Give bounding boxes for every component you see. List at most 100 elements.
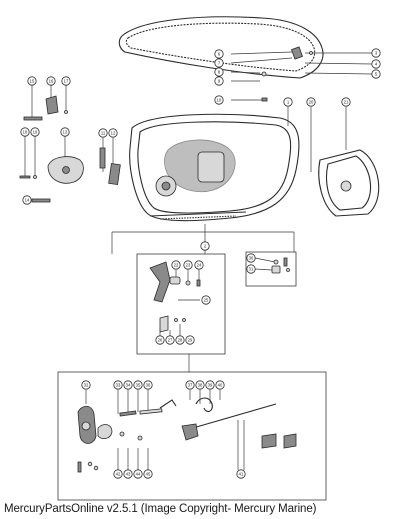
latch-assembly-box — [111, 231, 295, 355]
svg-text:13: 13 — [63, 130, 68, 135]
svg-text:42: 42 — [116, 472, 121, 477]
copyright-footer: MercuryPartsOnline v2.5.1 (Image Copyrig… — [4, 503, 317, 515]
callout-38: 38 — [195, 380, 205, 390]
svg-text:34: 34 — [126, 383, 131, 388]
svg-text:35: 35 — [136, 383, 141, 388]
callout-29: 29 — [185, 335, 195, 345]
left-lower-bracket — [19, 136, 84, 203]
callout-42: 42 — [113, 469, 123, 479]
svg-text:2: 2 — [204, 244, 207, 249]
svg-text:16: 16 — [49, 79, 54, 84]
svg-text:18: 18 — [23, 130, 28, 135]
callout-26: 26 — [155, 335, 165, 345]
exhaust-seal-plate — [318, 107, 380, 217]
svg-text:40: 40 — [218, 383, 223, 388]
svg-text:11: 11 — [101, 131, 106, 136]
svg-text:25: 25 — [204, 298, 209, 303]
callout-43: 43 — [123, 469, 133, 479]
svg-text:6: 6 — [218, 52, 221, 57]
svg-text:44: 44 — [136, 472, 141, 477]
callout-10: 10 — [214, 95, 224, 105]
callout-32: 32 — [81, 380, 91, 390]
callout-22: 22 — [171, 260, 181, 270]
callout-41: 41 — [236, 469, 246, 479]
callout-40: 40 — [215, 380, 225, 390]
svg-text:39: 39 — [208, 383, 213, 388]
svg-text:8: 8 — [218, 70, 221, 75]
callout-7: 7 — [214, 58, 224, 68]
callout-6: 6 — [214, 49, 224, 59]
callout-2: 2 — [200, 241, 210, 251]
svg-text:29: 29 — [188, 338, 193, 343]
callout-8: 8 — [214, 67, 224, 77]
svg-text:14: 14 — [25, 198, 30, 203]
callout-19: 19 — [30, 127, 40, 137]
svg-text:19: 19 — [33, 130, 38, 135]
callout-4: 4 — [371, 59, 381, 69]
svg-text:37: 37 — [188, 383, 193, 388]
svg-text:1: 1 — [287, 100, 290, 105]
callout-45: 45 — [143, 469, 153, 479]
callout-labels: 1 2 3 4 5 6 7 8 9 10 11 12 13 14 15 16 1… — [20, 48, 381, 479]
callout-37: 37 — [185, 380, 195, 390]
callout-24: 24 — [194, 260, 204, 270]
svg-text:32: 32 — [84, 383, 89, 388]
bottom-cowl-leaders — [204, 107, 312, 246]
callout-30: 30 — [246, 253, 256, 263]
callout-36: 36 — [143, 380, 153, 390]
svg-text:38: 38 — [198, 383, 203, 388]
callout-3: 3 — [371, 48, 381, 58]
svg-text:28: 28 — [178, 338, 183, 343]
svg-text:43: 43 — [126, 472, 131, 477]
svg-text:7: 7 — [218, 61, 221, 66]
svg-text:22: 22 — [174, 263, 179, 268]
svg-text:41: 41 — [239, 472, 244, 477]
svg-text:5: 5 — [375, 72, 378, 77]
cowl-latch-hardware — [230, 46, 373, 102]
callout-5: 5 — [371, 69, 381, 79]
callout-17: 17 — [61, 76, 71, 86]
callout-15: 15 — [27, 76, 37, 86]
svg-text:31: 31 — [249, 267, 254, 272]
callout-33: 33 — [113, 380, 123, 390]
svg-text:15: 15 — [30, 79, 35, 84]
bottom-cowl — [129, 113, 300, 222]
callout-23: 23 — [183, 260, 193, 270]
svg-text:21: 21 — [344, 100, 349, 105]
svg-text:9: 9 — [218, 79, 221, 84]
callout-13: 13 — [60, 127, 70, 137]
svg-text:4: 4 — [375, 62, 378, 67]
svg-text:20: 20 — [309, 100, 314, 105]
svg-text:36: 36 — [146, 383, 151, 388]
callout-28: 28 — [175, 335, 185, 345]
svg-text:10: 10 — [217, 98, 222, 103]
callout-44: 44 — [133, 469, 143, 479]
callout-9: 9 — [214, 76, 224, 86]
right-hardware-box — [245, 251, 297, 287]
callout-12: 12 — [108, 128, 118, 138]
callout-27: 27 — [165, 335, 175, 345]
callout-11: 11 — [98, 128, 108, 138]
svg-text:23: 23 — [186, 263, 191, 268]
svg-text:26: 26 — [158, 338, 163, 343]
linkage-assembly-box — [57, 354, 327, 501]
svg-text:30: 30 — [249, 256, 254, 261]
svg-text:33: 33 — [116, 383, 121, 388]
callout-1: 1 — [283, 97, 293, 107]
callout-31: 31 — [246, 264, 256, 274]
left-upper-bracket — [23, 85, 68, 121]
svg-text:3: 3 — [375, 51, 378, 56]
svg-text:17: 17 — [64, 79, 69, 84]
svg-text:27: 27 — [168, 338, 173, 343]
top-cowl — [118, 16, 324, 79]
svg-text:12: 12 — [111, 131, 116, 136]
center-left-hardware — [99, 138, 121, 186]
callout-16: 16 — [46, 76, 56, 86]
callout-20: 20 — [306, 97, 316, 107]
callout-34: 34 — [123, 380, 133, 390]
callout-25: 25 — [201, 295, 211, 305]
callout-35: 35 — [133, 380, 143, 390]
callout-39: 39 — [205, 380, 215, 390]
svg-text:45: 45 — [146, 472, 151, 477]
